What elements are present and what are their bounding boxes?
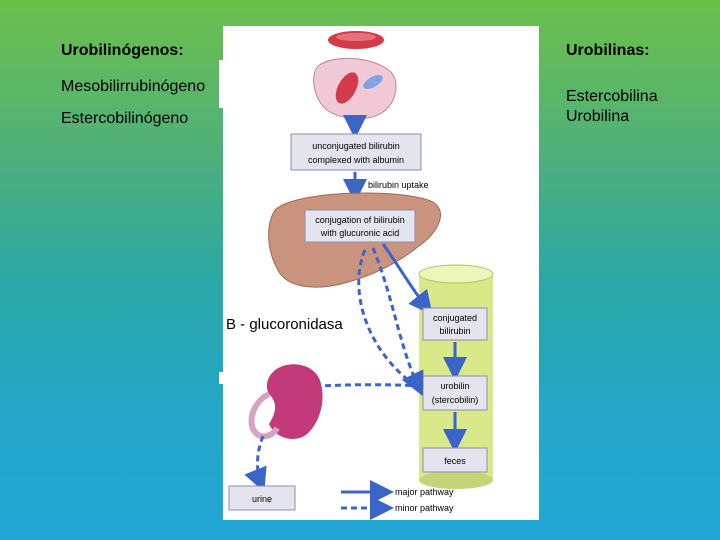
cover-box-top <box>219 60 269 108</box>
unconjugated-bilirubin-box <box>290 133 422 171</box>
bilirubin-uptake-label: bilirubin uptake <box>368 180 429 190</box>
urobilinogen-item-1: Mesobilirrubinógeno <box>61 78 206 95</box>
macrophage-icon <box>313 57 397 119</box>
major-pathway-label: major pathway <box>395 487 454 497</box>
unconjugated-line-1: unconjugated bilirubin <box>312 141 400 151</box>
conjugated-bilirubin-box <box>422 307 488 341</box>
urobilin-item-1: Estercobilina <box>566 88 658 105</box>
urobilinogens-heading: Urobilinógenos: <box>61 42 184 59</box>
red-blood-cell-icon <box>328 31 384 49</box>
feces-box <box>422 447 488 473</box>
urobilin-line-2: (stercobilin) <box>432 395 479 405</box>
minor-pathway-label: minor pathway <box>395 503 454 513</box>
cover-box-left <box>219 372 229 384</box>
urobilins-heading: Urobilinas: <box>566 42 650 59</box>
conjugated-line-2: bilirubin <box>439 326 470 336</box>
conjugation-line-2: with glucuronic acid <box>320 228 400 238</box>
feces-label: feces <box>444 456 466 466</box>
conjugation-box <box>304 209 416 243</box>
conjugated-line-1: conjugated <box>433 313 477 323</box>
conjugation-line-1: conjugation of bilirubin <box>315 215 405 225</box>
kidney-icon <box>248 364 323 440</box>
urine-label: urine <box>252 494 272 504</box>
urobilin-item-2: Urobilina <box>566 108 630 125</box>
urine-box <box>228 485 296 511</box>
unconjugated-line-2: complexed with albumin <box>308 155 404 165</box>
enzyme-label: B - glucoronidasa <box>226 316 343 333</box>
bilirubin-metabolism-diagram: unconjugated bilirubin complexed with al… <box>223 26 539 520</box>
urobilinogen-item-2: Estercobilinógeno <box>61 110 189 127</box>
urobilin-line-1: urobilin <box>440 381 469 391</box>
cover-box-right <box>503 289 531 303</box>
diagram-svg: unconjugated bilirubin complexed with al… <box>228 31 494 520</box>
